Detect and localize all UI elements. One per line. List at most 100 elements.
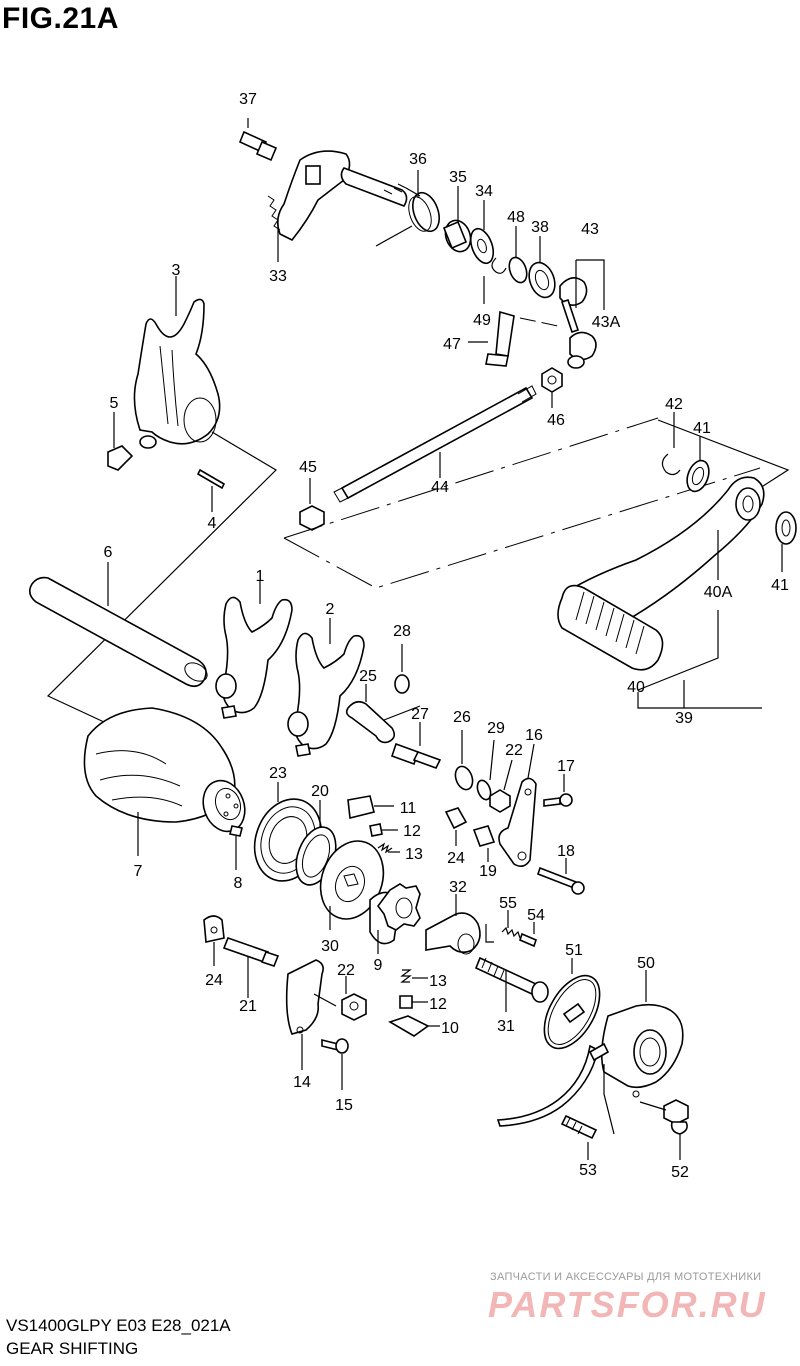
callout-c17: 17 — [557, 758, 575, 775]
callout-c41a: 41 — [693, 420, 711, 437]
callout-c20: 20 — [311, 783, 329, 800]
callout-c34: 34 — [475, 183, 493, 200]
part-52-cap-nut — [663, 1099, 689, 1160]
figure-title: FIG.21A — [2, 2, 119, 35]
callout-c45: 45 — [299, 459, 317, 476]
part-38-bearing — [528, 261, 556, 299]
part-1-shift-fork — [215, 596, 293, 719]
callout-c29: 29 — [487, 720, 505, 737]
callout-c14: 14 — [293, 1074, 311, 1091]
callout-c50: 50 — [637, 955, 655, 972]
part-13-spring-upper — [377, 842, 400, 854]
part-48-washer — [508, 256, 528, 284]
part-17-screw — [543, 774, 573, 807]
part-14-bracket — [285, 959, 337, 1070]
callout-c51: 51 — [565, 942, 583, 959]
callout-c10: 10 — [441, 1020, 459, 1037]
callout-c13b: 13 — [429, 973, 447, 990]
part-35-bushing — [442, 219, 472, 253]
watermark-brand: PARTSFOR.RU — [488, 1284, 767, 1325]
callout-c23: 23 — [269, 765, 287, 782]
part-30-cam-plate — [319, 840, 385, 920]
part-55-spring — [501, 910, 521, 939]
part-50-gear-position-switch — [600, 970, 684, 1098]
part-29-washer — [476, 739, 495, 801]
wire-harness — [496, 1042, 610, 1127]
part-34-washer — [469, 227, 495, 265]
callout-c27: 27 — [411, 706, 429, 723]
part-25-shift-pawl — [345, 684, 421, 744]
part-51-o-ring — [543, 958, 601, 1050]
part-24-collar-upper — [444, 807, 468, 846]
part-45-nut — [299, 505, 325, 531]
callout-c40: 40 — [627, 679, 645, 696]
part-53-stud — [560, 1114, 598, 1160]
callout-c19: 19 — [479, 863, 497, 880]
callout-c3: 3 — [172, 262, 181, 279]
part-22-nut-upper — [489, 759, 513, 813]
callout-c22a: 22 — [505, 742, 523, 759]
callout-c52: 52 — [671, 1164, 689, 1181]
part-41-washer-upper — [686, 436, 710, 493]
callout-c11: 11 — [400, 800, 417, 817]
callout-c35: 35 — [449, 169, 467, 186]
callout-c22b: 22 — [337, 962, 355, 979]
part-54-pin — [519, 922, 537, 948]
part-10-pawl — [388, 1015, 440, 1037]
callout-c24b: 24 — [205, 972, 223, 989]
part-18-screw — [537, 858, 585, 895]
part-44-shaft — [333, 385, 537, 503]
part-6-fork-shaft — [28, 576, 208, 688]
callout-c41b: 41 — [771, 577, 789, 594]
callout-c5: 5 — [110, 395, 119, 412]
callout-c1: 1 — [256, 568, 265, 585]
part-13-spring-lower — [400, 969, 428, 983]
part-3-shift-fork — [133, 298, 221, 449]
part-12-pin-upper — [369, 823, 398, 837]
part-31-bolt — [474, 956, 549, 1012]
callout-c32: 32 — [449, 879, 467, 896]
callout-c4: 4 — [208, 515, 217, 532]
part-36-spring — [375, 187, 440, 247]
callout-c15: 15 — [335, 1097, 353, 1114]
part-49-circlip — [491, 257, 507, 274]
part-33-shift-arm — [267, 150, 408, 242]
part-46-nut — [541, 367, 563, 393]
callout-c46: 46 — [547, 412, 565, 429]
callout-c36: 36 — [409, 151, 427, 168]
callout-c49: 49 — [473, 312, 491, 329]
callout-c43: 43 — [581, 221, 599, 238]
callout-c9: 9 — [374, 957, 383, 974]
callout-c47: 47 — [443, 336, 461, 353]
callout-c53: 53 — [579, 1162, 597, 1179]
part-40-footrest-rubber — [557, 584, 664, 671]
callout-c31: 31 — [497, 1018, 515, 1035]
part-11-pawl — [347, 795, 394, 819]
part-15-screw — [321, 1038, 349, 1090]
part-2-shift-fork — [287, 632, 365, 757]
part-43-joint-rod — [559, 277, 597, 369]
callout-c48: 48 — [507, 209, 525, 226]
part-8-pin — [229, 825, 243, 870]
part-19-collar — [472, 825, 496, 862]
watermark-tagline: ЗАПЧАСТИ И АКСЕССУАРЫ ДЛЯ МОТОТЕХНИКИ — [490, 1271, 762, 1283]
model-code: VS1400GLPY E03 E28_021A — [6, 1316, 231, 1335]
callout-c55: 55 — [499, 895, 517, 912]
part-47-bolt — [485, 310, 515, 367]
part-26-spring — [454, 730, 474, 791]
part-21-shaft — [222, 936, 280, 998]
part-42-circlip — [661, 412, 681, 476]
callout-c37: 37 — [239, 91, 257, 108]
callout-c18: 18 — [557, 843, 575, 860]
callout-c30: 30 — [321, 938, 339, 955]
callout-c44: 44 — [431, 479, 449, 496]
callout-c40a: 40A — [704, 584, 733, 601]
callout-c43a: 43A — [592, 314, 621, 331]
callout-c24a: 24 — [447, 850, 465, 867]
callout-c21: 21 — [239, 998, 257, 1015]
callout-c33: 33 — [269, 268, 287, 285]
callout-c42: 42 — [665, 396, 683, 413]
